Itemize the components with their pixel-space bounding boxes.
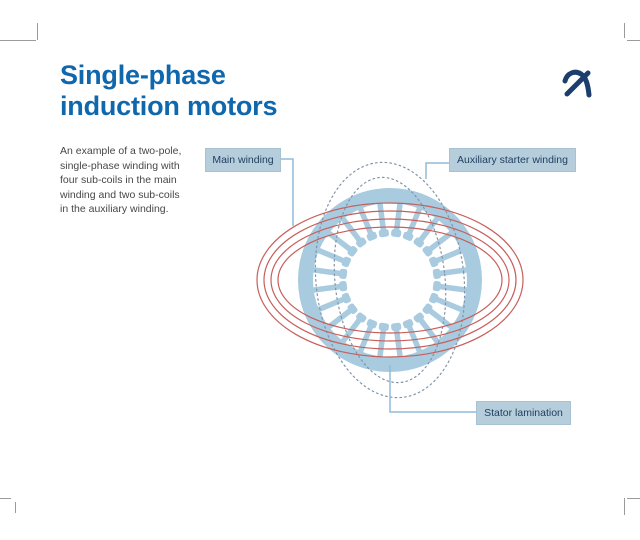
page-title-line1: Single-phase bbox=[60, 60, 226, 90]
auxiliary-starter-winding-label: Auxiliary starter winding bbox=[449, 148, 576, 172]
intro-text: An example of a two-pole, single-phase w… bbox=[60, 144, 220, 217]
page-title-line2: induction motors bbox=[60, 91, 278, 121]
stator-lamination-label: Stator lamination bbox=[476, 401, 571, 425]
auxiliary-winding-coils bbox=[314, 161, 466, 399]
main-winding-label-text: Main winding bbox=[212, 154, 274, 166]
intro-line: winding and two sub-coils bbox=[60, 188, 180, 201]
stator-lamination-label-text: Stator lamination bbox=[484, 407, 563, 419]
main-winding-leader bbox=[281, 158, 294, 226]
auxiliary-starter-winding-label-text: Auxiliary starter winding bbox=[457, 154, 568, 166]
leader-lines bbox=[281, 158, 476, 413]
brand-x-logo-icon bbox=[562, 69, 592, 98]
intro-line: An example of a two-pole, bbox=[60, 145, 182, 157]
crop-marks bbox=[0, 23, 640, 515]
intro-line: in the auxiliary winding. bbox=[60, 203, 169, 215]
page-title: Single-phase induction motors bbox=[60, 60, 277, 122]
main-winding-coils bbox=[256, 202, 524, 358]
stator-lamination-leader bbox=[389, 365, 476, 413]
main-winding-label: Main winding bbox=[205, 148, 281, 172]
stator-lamination-graphic bbox=[298, 188, 482, 372]
intro-line: four sub-coils in the main bbox=[60, 174, 177, 186]
auxiliary-winding-leader bbox=[425, 162, 449, 179]
intro-line: single-phase winding with bbox=[60, 159, 180, 172]
